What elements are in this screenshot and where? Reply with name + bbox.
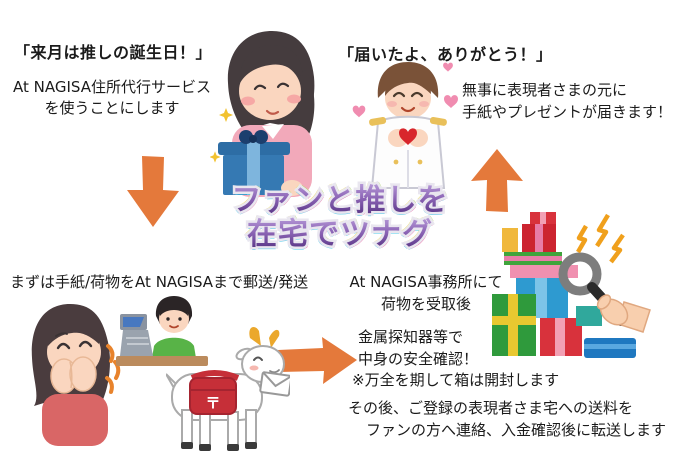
up-arrow-icon (471, 149, 523, 212)
present-stack (492, 212, 636, 358)
main-title: ファンと推しを ファンと推しを 在宅でツナグ 在宅でツナグ (196, 181, 484, 254)
blush-right (287, 94, 301, 104)
blush-right (419, 101, 429, 107)
eyebrow-left (55, 332, 68, 337)
gold-button (417, 159, 423, 165)
forwarding-line1: その後、ご登録の表現者さま宅への送料を (348, 399, 634, 417)
hand-right (69, 356, 97, 392)
eye-right (410, 91, 424, 98)
gold-button (393, 159, 399, 165)
goat-hooves (181, 442, 257, 451)
blush-left (241, 96, 255, 106)
eye-left (253, 84, 267, 91)
inspection-text: 金属探知器等で 中身の安全確認！ (358, 326, 478, 370)
main-title-line1: ファンと推しを ファンと推しを (229, 181, 450, 220)
hair-fringe (48, 316, 100, 346)
idol-with-hearts-illustration (352, 62, 458, 189)
excitement-mark (105, 376, 114, 394)
right-arrow-icon (278, 337, 357, 384)
main-title-line2: 在宅でツナグ 在宅でツナグ (245, 215, 435, 254)
mouth (265, 109, 280, 115)
hair-side (287, 70, 315, 139)
eye-right (276, 82, 290, 89)
gift-bow (254, 130, 268, 144)
detector-signal-icon (576, 213, 625, 264)
blush (249, 365, 259, 371)
eye-right (178, 317, 182, 321)
inspection-note: ※万全を期して箱は開封します (352, 371, 560, 389)
excited-fan-illustration (31, 304, 121, 446)
plan-description: At NAGISA住所代行サービス を使うことにします (6, 77, 218, 119)
mouth (400, 106, 416, 113)
green-shirt (152, 337, 196, 358)
deliver-quote: 「届いたよ、ありがとう！」 (338, 45, 553, 64)
envelope-icon (259, 371, 290, 397)
register-screen-glass (123, 317, 144, 327)
gift-ribbon (247, 142, 260, 195)
receive-text: At NAGISA事務所にて 荷物を受取後 (343, 271, 509, 315)
eye-left (56, 342, 71, 350)
receive-line2: 荷物を受取後 (380, 295, 471, 313)
gift-bow-knot (249, 135, 257, 143)
deliver-description: 無事に表現者さまの元に 手紙やプレゼントが届きます！ (462, 79, 672, 123)
face (385, 77, 431, 119)
eye-right (78, 340, 93, 348)
inspector-hand (596, 294, 651, 333)
pink-heart-icon (443, 62, 453, 72)
bag-strap (190, 370, 240, 381)
inspection-line1: 金属探知器等で (358, 328, 464, 346)
mouth (269, 369, 280, 374)
counter (116, 356, 208, 366)
red-heart-icon (399, 128, 417, 145)
postal-goat-illustration: 〒 (166, 326, 290, 451)
pink-heart-icon (352, 105, 366, 118)
deliver-description-line1: 無事に表現者さまの元に (462, 81, 628, 99)
plan-quote: 「来月は推しの誕生日！」 (14, 43, 213, 62)
epaulette-left (369, 116, 387, 126)
send-caption: まずは手紙/荷物をAt NAGISAまで郵送/発送 (10, 273, 309, 291)
forwarding-line2: ファンの方へ連絡、入金確認後に転送します (366, 421, 667, 439)
sparkle-icon (219, 108, 233, 122)
plan-description-line1: At NAGISA住所代行サービス (13, 78, 211, 96)
down-arrow-icon (127, 156, 179, 227)
sweater (42, 394, 108, 446)
plan-description-line2: を使うことにします (44, 99, 180, 117)
gift-inspection-illustration (492, 212, 651, 358)
excitement-mark (106, 344, 115, 363)
blush-left (387, 101, 397, 107)
hair-fringe (385, 70, 431, 96)
face (159, 305, 189, 333)
inspection-line2: 中身の安全確認！ (358, 350, 479, 368)
eye-left (392, 91, 406, 98)
eye-left (166, 317, 170, 321)
pink-heart-icon (444, 95, 458, 108)
eye-closed (253, 356, 263, 361)
mouth (169, 325, 179, 329)
finger-line (69, 361, 73, 389)
receive-line1: At NAGISA事務所にて (349, 273, 503, 291)
deliver-description-line2: 手紙やプレゼントが届きます！ (462, 103, 673, 121)
shop-clerk-illustration (116, 296, 208, 366)
hair-fringe (160, 299, 188, 316)
horn (269, 329, 280, 348)
hair-fringe (239, 45, 303, 83)
epaulette-right (429, 116, 447, 126)
face (239, 62, 301, 120)
sparkle-icon (210, 151, 221, 163)
excitement-mark (113, 360, 121, 380)
postal-mark: 〒 (205, 394, 220, 412)
hand (281, 180, 303, 196)
horn (249, 326, 261, 346)
collar (262, 124, 284, 139)
mail-bag (189, 377, 237, 415)
fan-with-gift-illustration (210, 31, 315, 197)
